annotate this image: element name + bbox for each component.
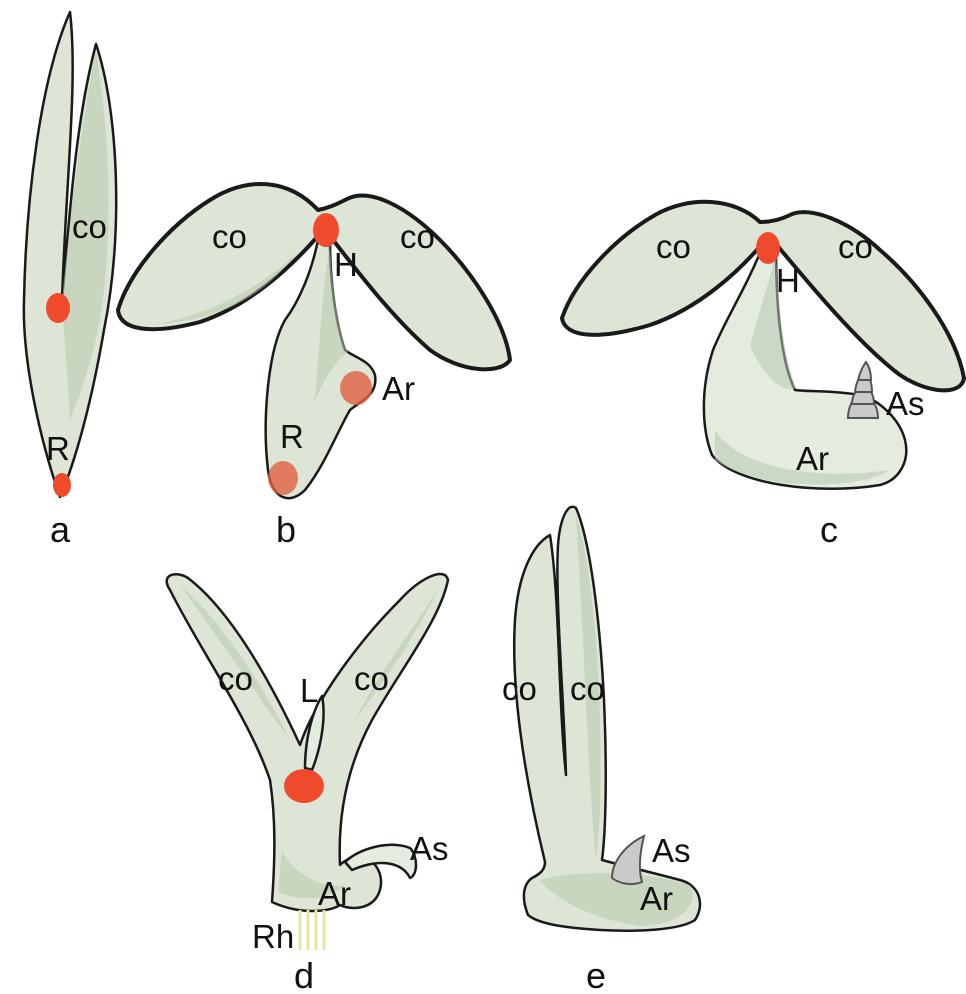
panel-c-co-left-label: co xyxy=(656,228,691,265)
panel-d-as-label: As xyxy=(410,830,449,867)
panel-b-marker-r xyxy=(268,461,298,495)
panel-d-label: d xyxy=(294,955,314,994)
panel-b-co-left-label: co xyxy=(212,218,247,255)
panel-c-h-label: H xyxy=(776,262,800,299)
panel-a-r-label: R xyxy=(46,430,70,467)
panel-b-co-right-label: co xyxy=(400,218,435,255)
panel-e-label: e xyxy=(586,955,606,994)
panel-d-l-label: L xyxy=(300,672,318,709)
panel-b-h-label: H xyxy=(334,246,358,283)
panel-d-co-right-label: co xyxy=(354,660,389,697)
panel-b-marker-ar xyxy=(340,371,372,405)
panel-c-label: c xyxy=(820,509,838,550)
panel-a-marker-root xyxy=(53,473,71,497)
panel-e-co-left-label: co xyxy=(502,670,537,707)
panel-b: co co H Ar R b xyxy=(118,184,510,550)
panel-a: co R a xyxy=(24,12,116,550)
panel-a-co-label: co xyxy=(72,208,107,245)
panel-c-as-label: As xyxy=(886,385,925,422)
panel-c-ar-label: Ar xyxy=(796,440,829,477)
panel-d-rh-label: Rh xyxy=(252,918,294,955)
panel-e: co co As Ar e xyxy=(502,507,700,994)
panel-a-label: a xyxy=(50,509,71,550)
panel-d-marker xyxy=(284,769,324,803)
panel-e-ar-label: Ar xyxy=(640,880,673,917)
panel-d: co co L As Ar Rh d xyxy=(167,574,449,994)
panel-d-rhizoids xyxy=(300,910,324,950)
panel-c-marker-h xyxy=(756,232,780,264)
panel-b-marker-h xyxy=(313,213,339,247)
panel-e-co-right-label: co xyxy=(570,670,605,707)
panel-e-shoot-icon xyxy=(612,836,644,884)
panel-a-marker-top xyxy=(46,293,70,323)
panel-c-co-right-label: co xyxy=(838,228,873,265)
panel-b-ar-label: Ar xyxy=(382,370,415,407)
panel-e-as-label: As xyxy=(652,832,691,869)
panel-d-ar-label: Ar xyxy=(318,875,351,912)
panel-b-r-label: R xyxy=(280,418,304,455)
panel-c-shoot-bud-icon xyxy=(848,362,878,418)
panel-d-co-left-label: co xyxy=(218,660,253,697)
panel-c: co co H As Ar c xyxy=(562,202,964,550)
panel-b-label: b xyxy=(276,509,296,550)
